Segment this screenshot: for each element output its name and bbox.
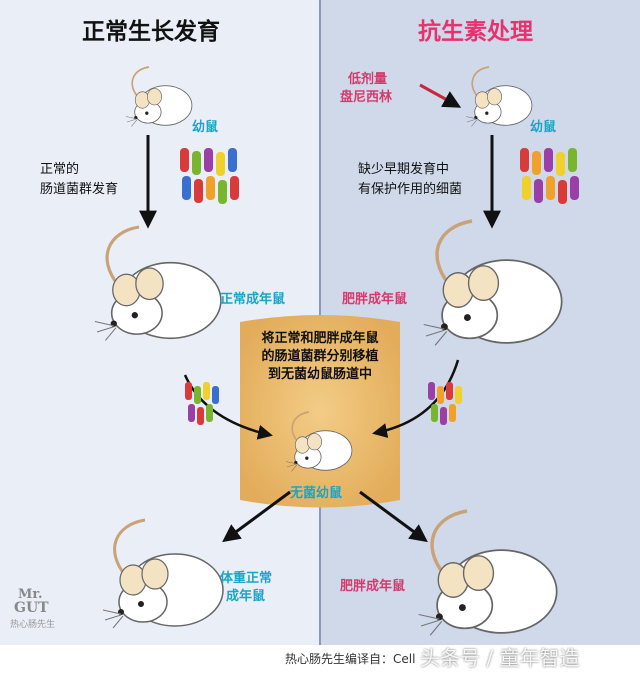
drug-label-line2: 盘尼西林 [340, 90, 393, 105]
drug-arrow [419, 83, 462, 108]
footer-watermark: 头条号 / 童年智造 [420, 646, 580, 670]
bacteria-cluster-right-top [520, 148, 579, 204]
left-panel-title: 正常生长发育 [82, 19, 220, 45]
logo-sub: 热心肠先生 [10, 620, 56, 630]
transplant-text-line3: 到无菌幼鼠肠道中 [267, 367, 372, 382]
missing-label-line1: 缺少早期发育中 [358, 162, 450, 177]
bacteria-cluster-left-transfer [185, 382, 219, 425]
obese-adult-label: 肥胖成年鼠 [342, 292, 408, 307]
normal-adult-label: 正常成年鼠 [220, 292, 286, 307]
drug-label-line1: 低剂量 [348, 72, 388, 87]
bacteria-cluster-right-transfer [428, 382, 462, 425]
arrow-to-obese-result [359, 490, 428, 543]
right-panel-title: 抗生素处理 [418, 19, 533, 45]
logo-line2: GUT [14, 600, 49, 616]
missing-label-line2: 有保护作用的细菌 [358, 182, 463, 197]
right-transplant-arrow [372, 359, 460, 438]
normal-result-label-line2: 成年鼠 [226, 589, 266, 604]
normal-result-label-line1: 体重正常 [220, 571, 273, 586]
germfree-label: 无菌幼鼠 [290, 486, 343, 501]
bacteria-cluster-left-top [180, 148, 239, 204]
left-young-mouse-label: 幼鼠 [192, 120, 219, 135]
footer-bar [0, 645, 640, 677]
obese-result-label: 肥胖成年鼠 [340, 579, 406, 594]
logo-line1: Mr. [18, 587, 43, 602]
arrow-to-normal-result [222, 490, 291, 543]
transplant-box [240, 315, 400, 508]
right-young-mouse-label: 幼鼠 [530, 120, 557, 135]
transplant-text-line1: 将正常和肥胖成年鼠 [261, 331, 379, 346]
gut-dev-label-line2: 肠道菌群发育 [40, 182, 119, 197]
footer-credit: 热心肠先生编译自：Cell [285, 652, 416, 666]
gut-dev-label-line1: 正常的 [40, 162, 80, 177]
transplant-text-line2: 的肠道菌群分别移植 [261, 349, 379, 364]
